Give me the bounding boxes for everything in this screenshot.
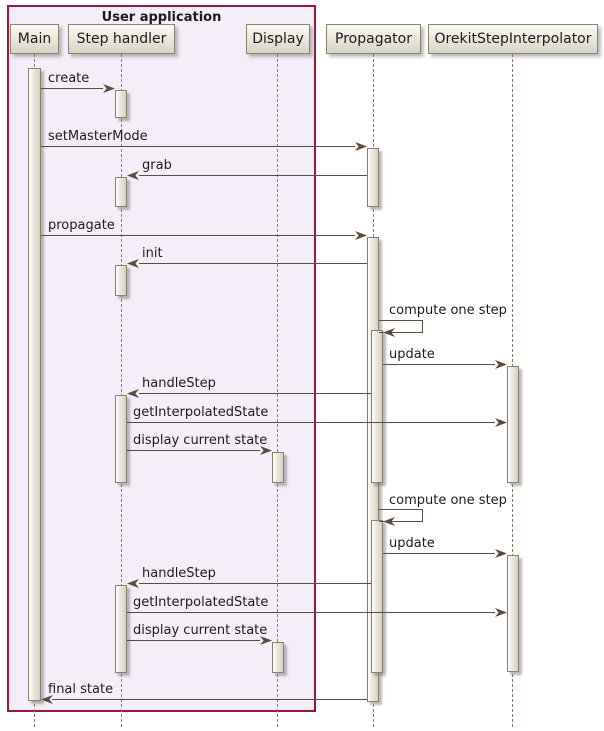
participant-main: Main	[10, 24, 59, 54]
arrowhead-right-icon	[355, 142, 367, 151]
activation-propagator-setmastermode	[367, 148, 379, 207]
message-update-1-line	[383, 364, 495, 365]
activation-step-handler-4	[115, 395, 127, 483]
lifeline-display	[277, 54, 278, 727]
activation-step-handler-2	[115, 177, 127, 207]
message-update-2-line	[383, 553, 495, 554]
frame-title: User application	[101, 10, 222, 25]
participant-display: Display	[246, 24, 310, 54]
activation-display-2	[272, 642, 284, 673]
participant-orekitstepinterpolator: OrekitStepInterpolator	[428, 24, 598, 54]
participant-propagator-label: Propagator	[335, 31, 412, 47]
activation-step-handler-1	[115, 90, 127, 118]
lifeline-step-handler	[121, 54, 122, 727]
participant-display-label: Display	[252, 31, 304, 47]
participant-step-handler-label: Step handler	[76, 31, 167, 47]
activation-orekit-1	[507, 366, 519, 483]
message-compute-one-step-1-loop	[379, 320, 423, 333]
activation-step-handler-5	[115, 585, 127, 673]
activation-propagator-nested-2	[371, 520, 383, 673]
activation-orekit-2	[507, 555, 519, 672]
activation-propagator-nested-1	[371, 330, 383, 483]
user-application-frame: User application	[7, 5, 316, 712]
message-compute-one-step-2-label: compute one step	[389, 493, 507, 508]
activation-step-handler-3	[115, 265, 127, 296]
arrowhead-right-icon	[495, 549, 507, 558]
message-update-1-label: update	[389, 347, 435, 362]
arrowhead-left-icon	[383, 328, 395, 337]
participant-propagator: Propagator	[326, 24, 421, 54]
activation-main	[28, 68, 41, 701]
arrowhead-right-icon	[495, 418, 507, 427]
participant-main-label: Main	[17, 31, 52, 47]
arrowhead-right-icon	[495, 360, 507, 369]
message-compute-one-step-1-label: compute one step	[389, 303, 507, 318]
message-compute-one-step-2-loop	[379, 509, 423, 522]
arrowhead-right-icon	[495, 608, 507, 617]
message-update-2-label: update	[389, 536, 435, 551]
participant-step-handler: Step handler	[68, 24, 175, 54]
arrowhead-right-icon	[355, 231, 367, 240]
activation-display-1	[272, 452, 284, 483]
arrowhead-left-icon	[383, 517, 395, 526]
participant-orekitstepinterpolator-label: OrekitStepInterpolator	[434, 31, 592, 47]
